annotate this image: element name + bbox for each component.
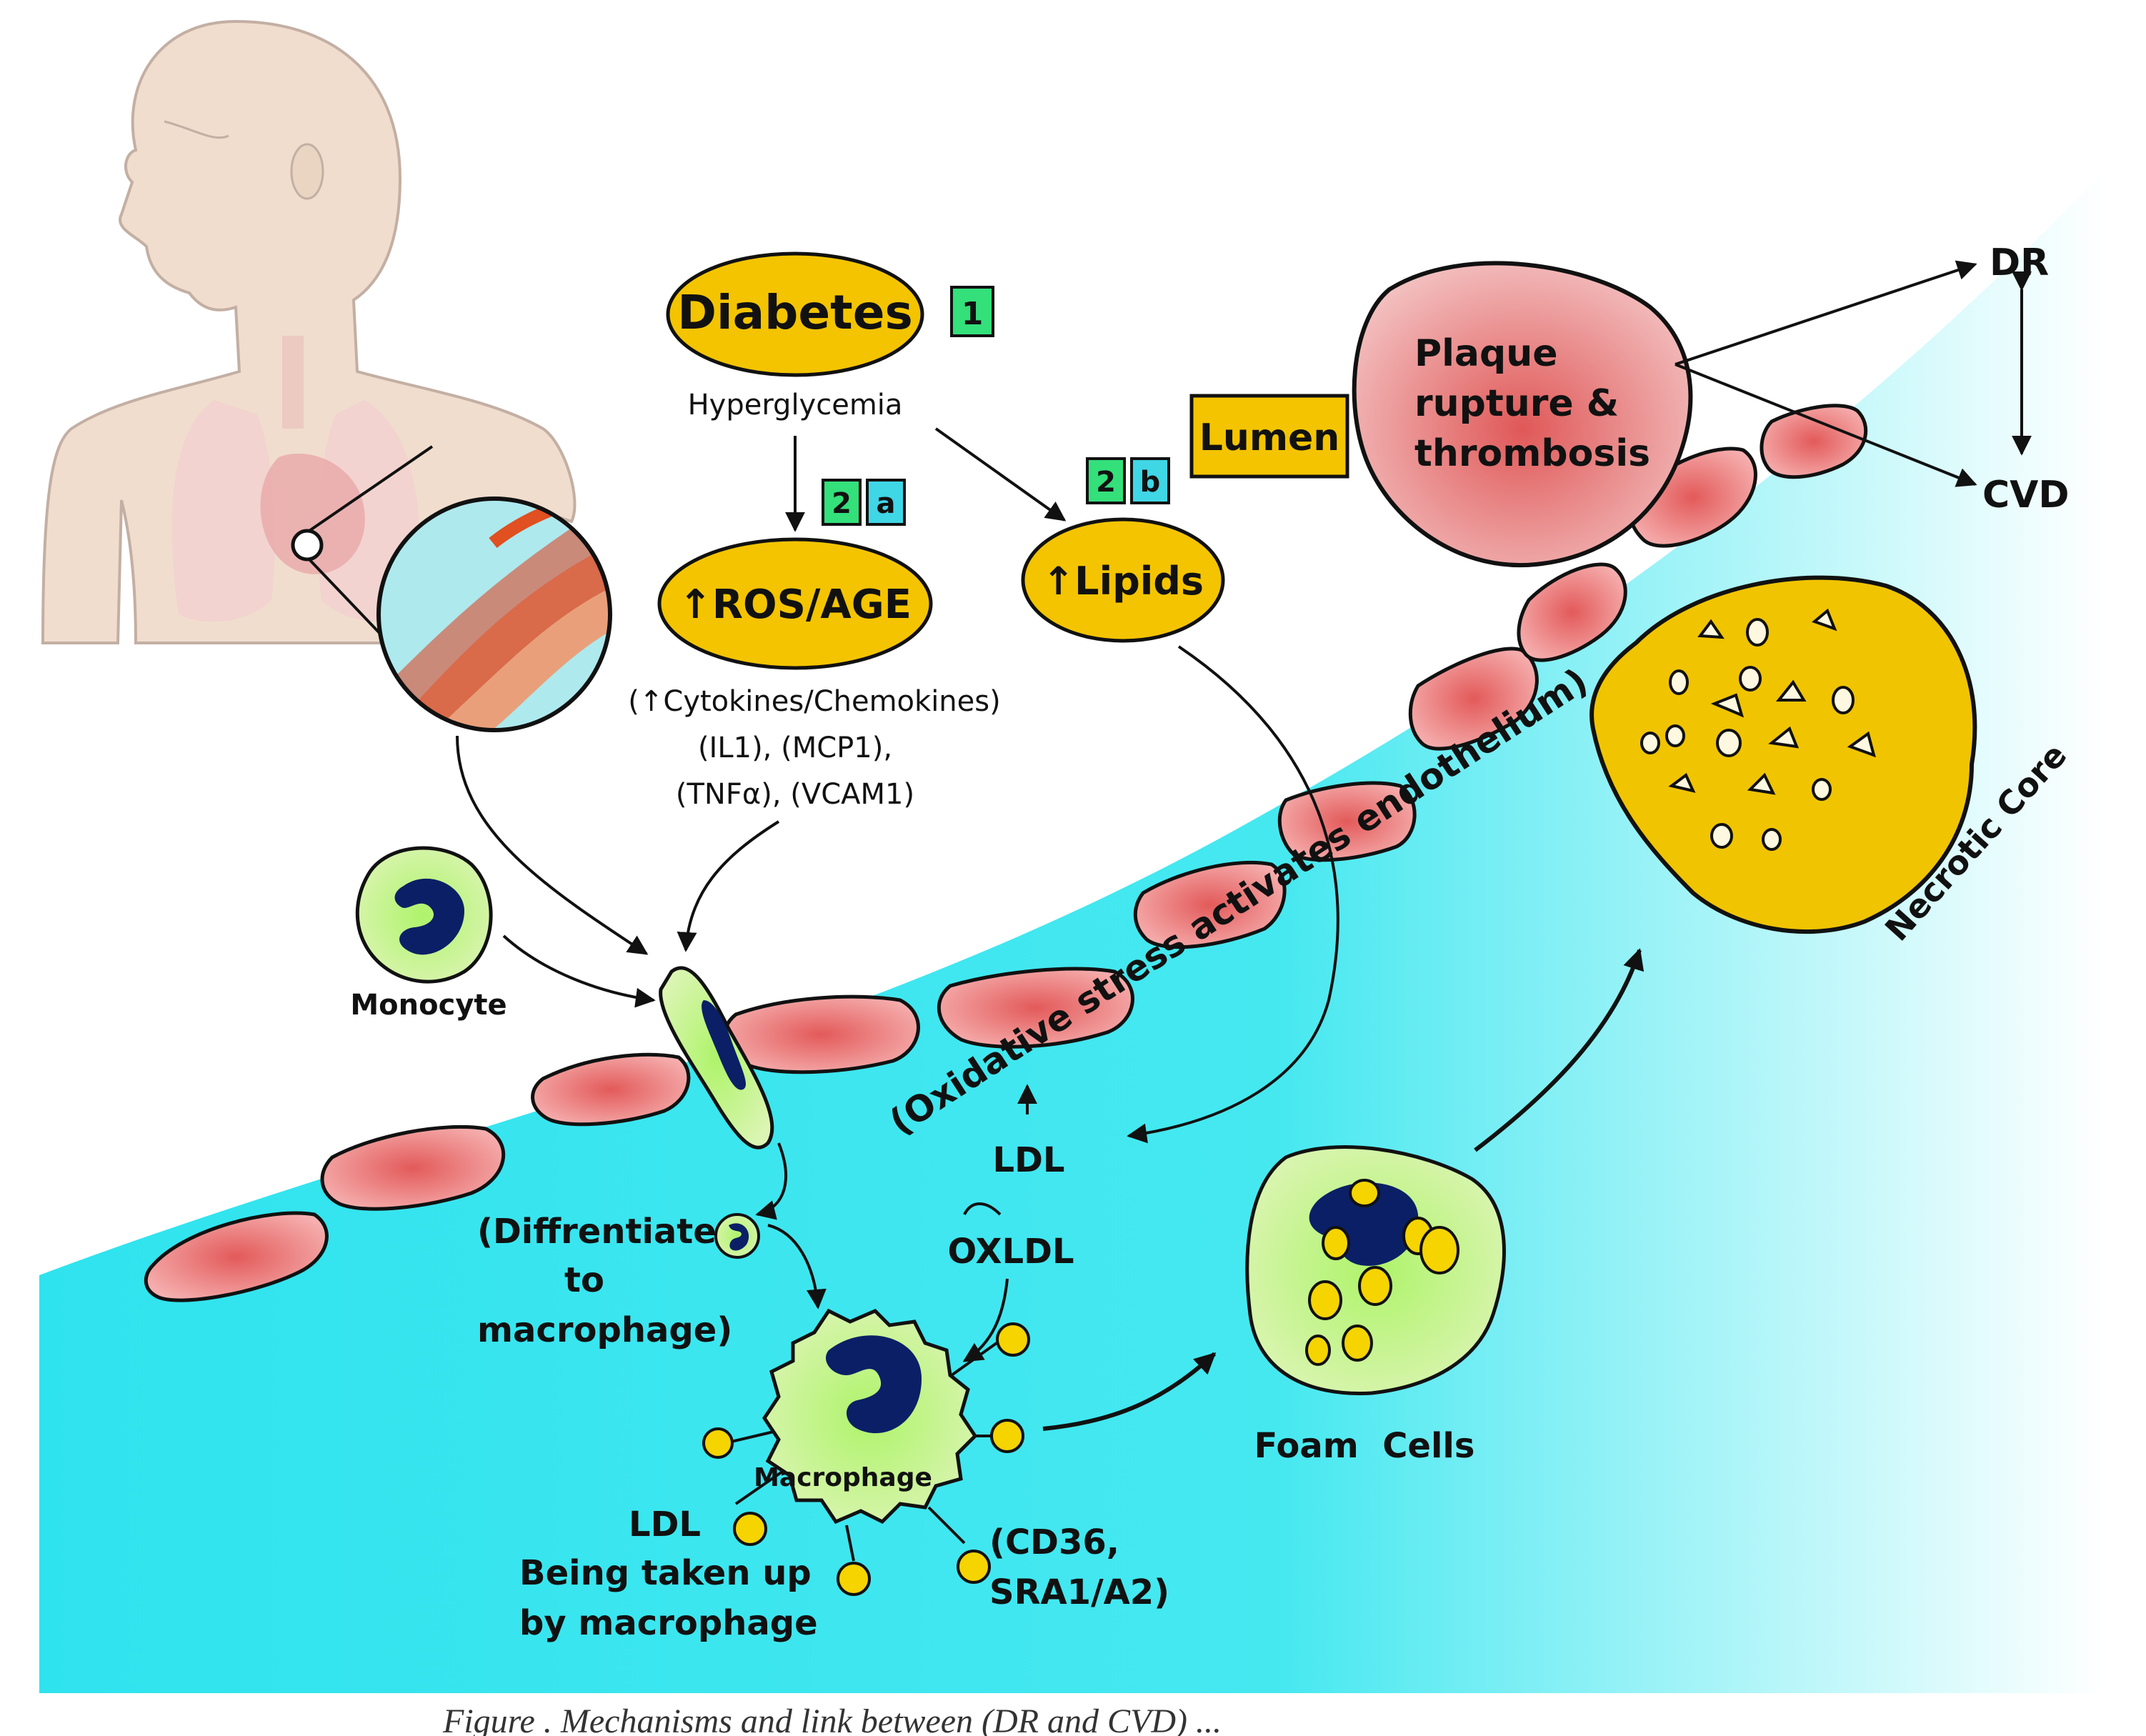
vessel-zoom [291,445,612,732]
arrow-to-cvd [1675,363,1977,487]
arrow-oxldl-to-ldl [963,1202,1002,1216]
migrating-monocyte [659,966,774,1149]
cytokines-line-3: (TNFα), (VCAM1) [676,778,914,811]
plaque-label-1: Plaque [1414,332,1558,375]
plaque: Plaque rupture & thrombosis [1352,261,1693,568]
receptors-line-1: (CD36, [989,1522,1119,1562]
diabetes-node [666,251,924,377]
arrow-zoom-to-site [456,735,649,955]
oxldl-label: OXLDL [947,1232,1074,1272]
monocyte-label: Monocyte [350,989,506,1022]
cytokines-line-1: (↑Cytokines/Chemokines) [628,685,1000,718]
vessel-wall-region [39,171,2104,1693]
badge-2a-num-label: 2 [832,487,852,520]
zoom-marker [291,529,324,562]
arrow-to-lipids [934,427,1067,522]
cytokines-line-2: (IL1), (MCP1), [698,732,892,764]
ldl-uptake-line-3: by macrophage [519,1603,818,1643]
badge-2b-letter-label: b [1140,466,1161,499]
lipids-label: ↑Lipids [1042,559,1204,604]
differentiate-line-1: (Diffrentiate [477,1212,717,1252]
foam-cells-label: Foam Cells [1254,1426,1475,1466]
arrow-lipids-to-ldl [1127,645,1339,1144]
arrow-site-to-small-monocyte [755,1142,787,1220]
macrophage: Macrophage [702,1308,1030,1596]
monocyte: Monocyte [350,846,507,1022]
diabetes-label: Diabetes [677,285,913,340]
lumen-box [1189,394,1349,479]
dr-label: DR [1990,241,2049,284]
receptors-line-2: SRA1/A2) [989,1572,1169,1612]
ldl-uptake-line-1: LDL [629,1505,701,1545]
ldl-uptake-line-2: Being taken up [519,1553,812,1593]
arrow-small-monocyte-to-macrophage [767,1224,827,1310]
plaque-label-2: rupture & [1414,382,1619,425]
ros-age-label: ↑ROS/AGE [679,582,912,628]
plaque-label-3: thrombosis [1414,432,1650,475]
badge-2b-num-label: 2 [1096,466,1116,499]
badge-2a-letter-label: a [877,487,896,520]
badge-2a-num [822,479,862,526]
arrow-foam-to-necrotic [1474,948,1645,1152]
arrow-oxldl-to-macrophage [962,1278,1009,1362]
macrophage-label: Macrophage [754,1463,932,1492]
badge-1 [950,286,994,337]
lumen-label: Lumen [1199,416,1340,459]
macrophage-nucleus [826,1335,922,1434]
badge-1-label: 1 [962,296,984,332]
figure-caption: Figure . Mechanisms and link between (DR… [442,1702,1222,1736]
arrow-to-dr [1675,260,1977,366]
human-silhouette [41,19,577,644]
cvd-label: CVD [1982,474,2070,517]
differentiate-line-2: to [564,1260,604,1300]
monocyte-nucleus [394,878,464,955]
hyperglycemia-label: Hyperglycemia [688,389,903,421]
small-monocyte [714,1213,760,1259]
arrow-macrophage-to-foam [1042,1352,1217,1431]
arrow-monocyte-to-site [502,934,656,1008]
ldl-upper-label: LDL [992,1140,1064,1180]
differentiate-line-3: macrophage) [477,1310,732,1350]
foam-cell: Foam Cells [1245,1145,1506,1466]
badge-2a-letter [866,479,906,526]
ros-age-node [657,537,933,670]
arrow-cytokines-to-site [677,820,780,952]
badge-2b-num [1086,457,1126,504]
endothelium [144,404,1868,1302]
badge-2b-letter [1130,457,1170,504]
lipids-node [1021,517,1225,643]
